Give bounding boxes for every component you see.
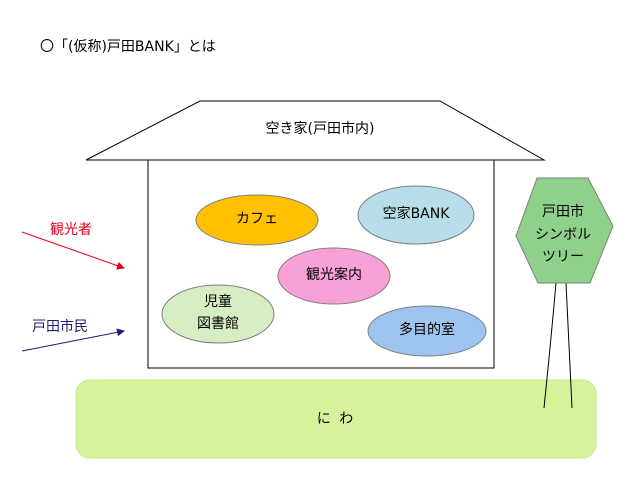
cafe-room bbox=[195, 194, 319, 246]
page-title: 〇「(仮称)戸田BANK」とは bbox=[40, 39, 216, 55]
garden-label: に わ bbox=[316, 411, 356, 428]
tourism-label: 観光案内 bbox=[306, 267, 362, 284]
tree-trunk bbox=[543, 282, 557, 409]
tourism-room bbox=[277, 247, 391, 305]
tourist-arrow bbox=[21, 231, 125, 270]
bank-room bbox=[357, 185, 475, 245]
garden-area bbox=[75, 379, 597, 459]
multipurpose-room bbox=[367, 305, 487, 357]
tourist-label: 観光者 bbox=[50, 222, 92, 238]
library-room bbox=[161, 284, 275, 344]
bank-label: 空家BANK bbox=[382, 206, 450, 223]
library-label: 児童 図書館 bbox=[197, 294, 239, 332]
tree-trunk-right bbox=[565, 282, 573, 409]
tree-crown bbox=[515, 177, 614, 284]
multipurpose-label: 多目的室 bbox=[399, 322, 455, 339]
tree-label: 戸田市 シンボル ツリー bbox=[535, 204, 591, 266]
resident-label: 戸田市民 bbox=[32, 319, 88, 335]
cafe-label: カフェ bbox=[236, 211, 278, 228]
house-label: 空き家(戸田市内) bbox=[265, 121, 375, 138]
resident-arrow bbox=[21, 328, 125, 352]
